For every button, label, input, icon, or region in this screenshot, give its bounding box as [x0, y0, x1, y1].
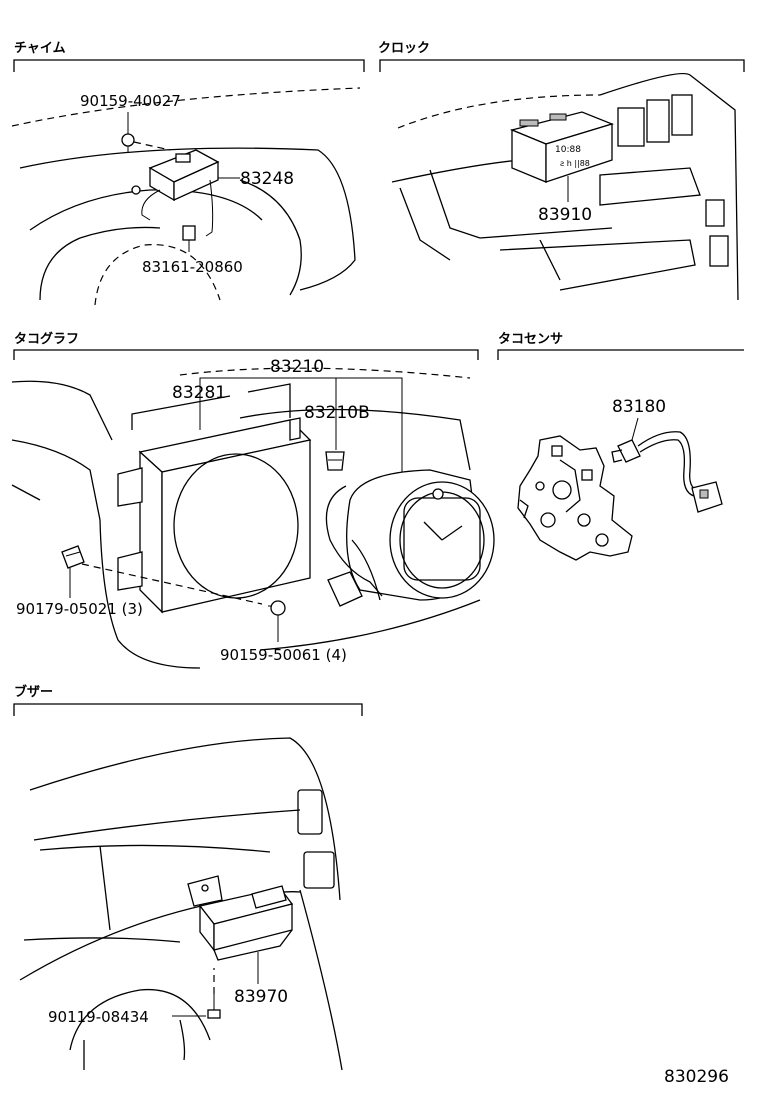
section-chime: チャイム 90159-40027 83248: [11, 41, 365, 306]
clock-display-time: 10:88: [555, 145, 581, 155]
buzzer-unit-icon: [187, 875, 294, 961]
diagram-id: 830296: [664, 1067, 729, 1087]
speed-sensor-icon: [611, 431, 723, 513]
part-label-83210B: 83210B: [304, 403, 370, 423]
part-label-83180: 83180: [612, 397, 666, 417]
section-bracket-tachograph: [13, 349, 479, 360]
tachograph-meter-icon: [325, 469, 495, 607]
section-bracket-tacho-sensor: [497, 349, 744, 360]
part-label-90119-08434: 90119-08434: [48, 1008, 149, 1026]
section-tachograph: タコグラフ 83281 83210: [11, 331, 495, 669]
connector-icon: [182, 225, 196, 252]
nut-icon: [61, 545, 85, 569]
transmission-icon: [517, 435, 633, 561]
section-bracket-clock: [379, 59, 745, 72]
part-label-83970: 83970: [234, 987, 288, 1007]
part-label-83210: 83210: [270, 357, 324, 377]
tachograph-housing-icon: [117, 383, 312, 614]
screw-icon: [207, 994, 221, 1019]
bolt-icon: [121, 133, 135, 152]
part-label-83281: 83281: [172, 383, 226, 403]
section-title-clock: クロック: [378, 41, 430, 56]
part-label-83910: 83910: [538, 205, 592, 225]
clock-display-buttons: ƨ h ||88: [560, 159, 590, 168]
section-title-tachograph: タコグラフ: [14, 331, 79, 347]
part-label-90179-05021: 90179-05021 (3): [16, 600, 143, 618]
section-title-chime: チャイム: [14, 41, 66, 56]
part-label-83161-20860: 83161-20860: [142, 258, 243, 276]
section-title-buzzer: ブザー: [14, 684, 53, 700]
section-title-tacho-sensor: タコセンサ: [498, 332, 563, 347]
bolt-icon: [268, 600, 286, 616]
section-clock: クロック 10:88 ƨ h ||88 83910: [378, 41, 745, 301]
section-tacho-sensor: タコセンサ 83180: [497, 332, 744, 561]
part-label-90159-50061: 90159-50061 (4): [220, 646, 347, 664]
section-bracket-buzzer: [13, 703, 363, 716]
part-label-83248: 83248: [240, 169, 294, 189]
section-bracket-chime: [13, 59, 365, 72]
chime-unit-icon: [131, 149, 220, 237]
clock-unit-icon: 10:88 ƨ h ||88: [509, 111, 614, 183]
section-buzzer: ブザー 83970 9: [13, 684, 363, 1071]
bulb-icon: [325, 451, 345, 471]
part-label-90159-40027: 90159-40027: [80, 92, 181, 110]
